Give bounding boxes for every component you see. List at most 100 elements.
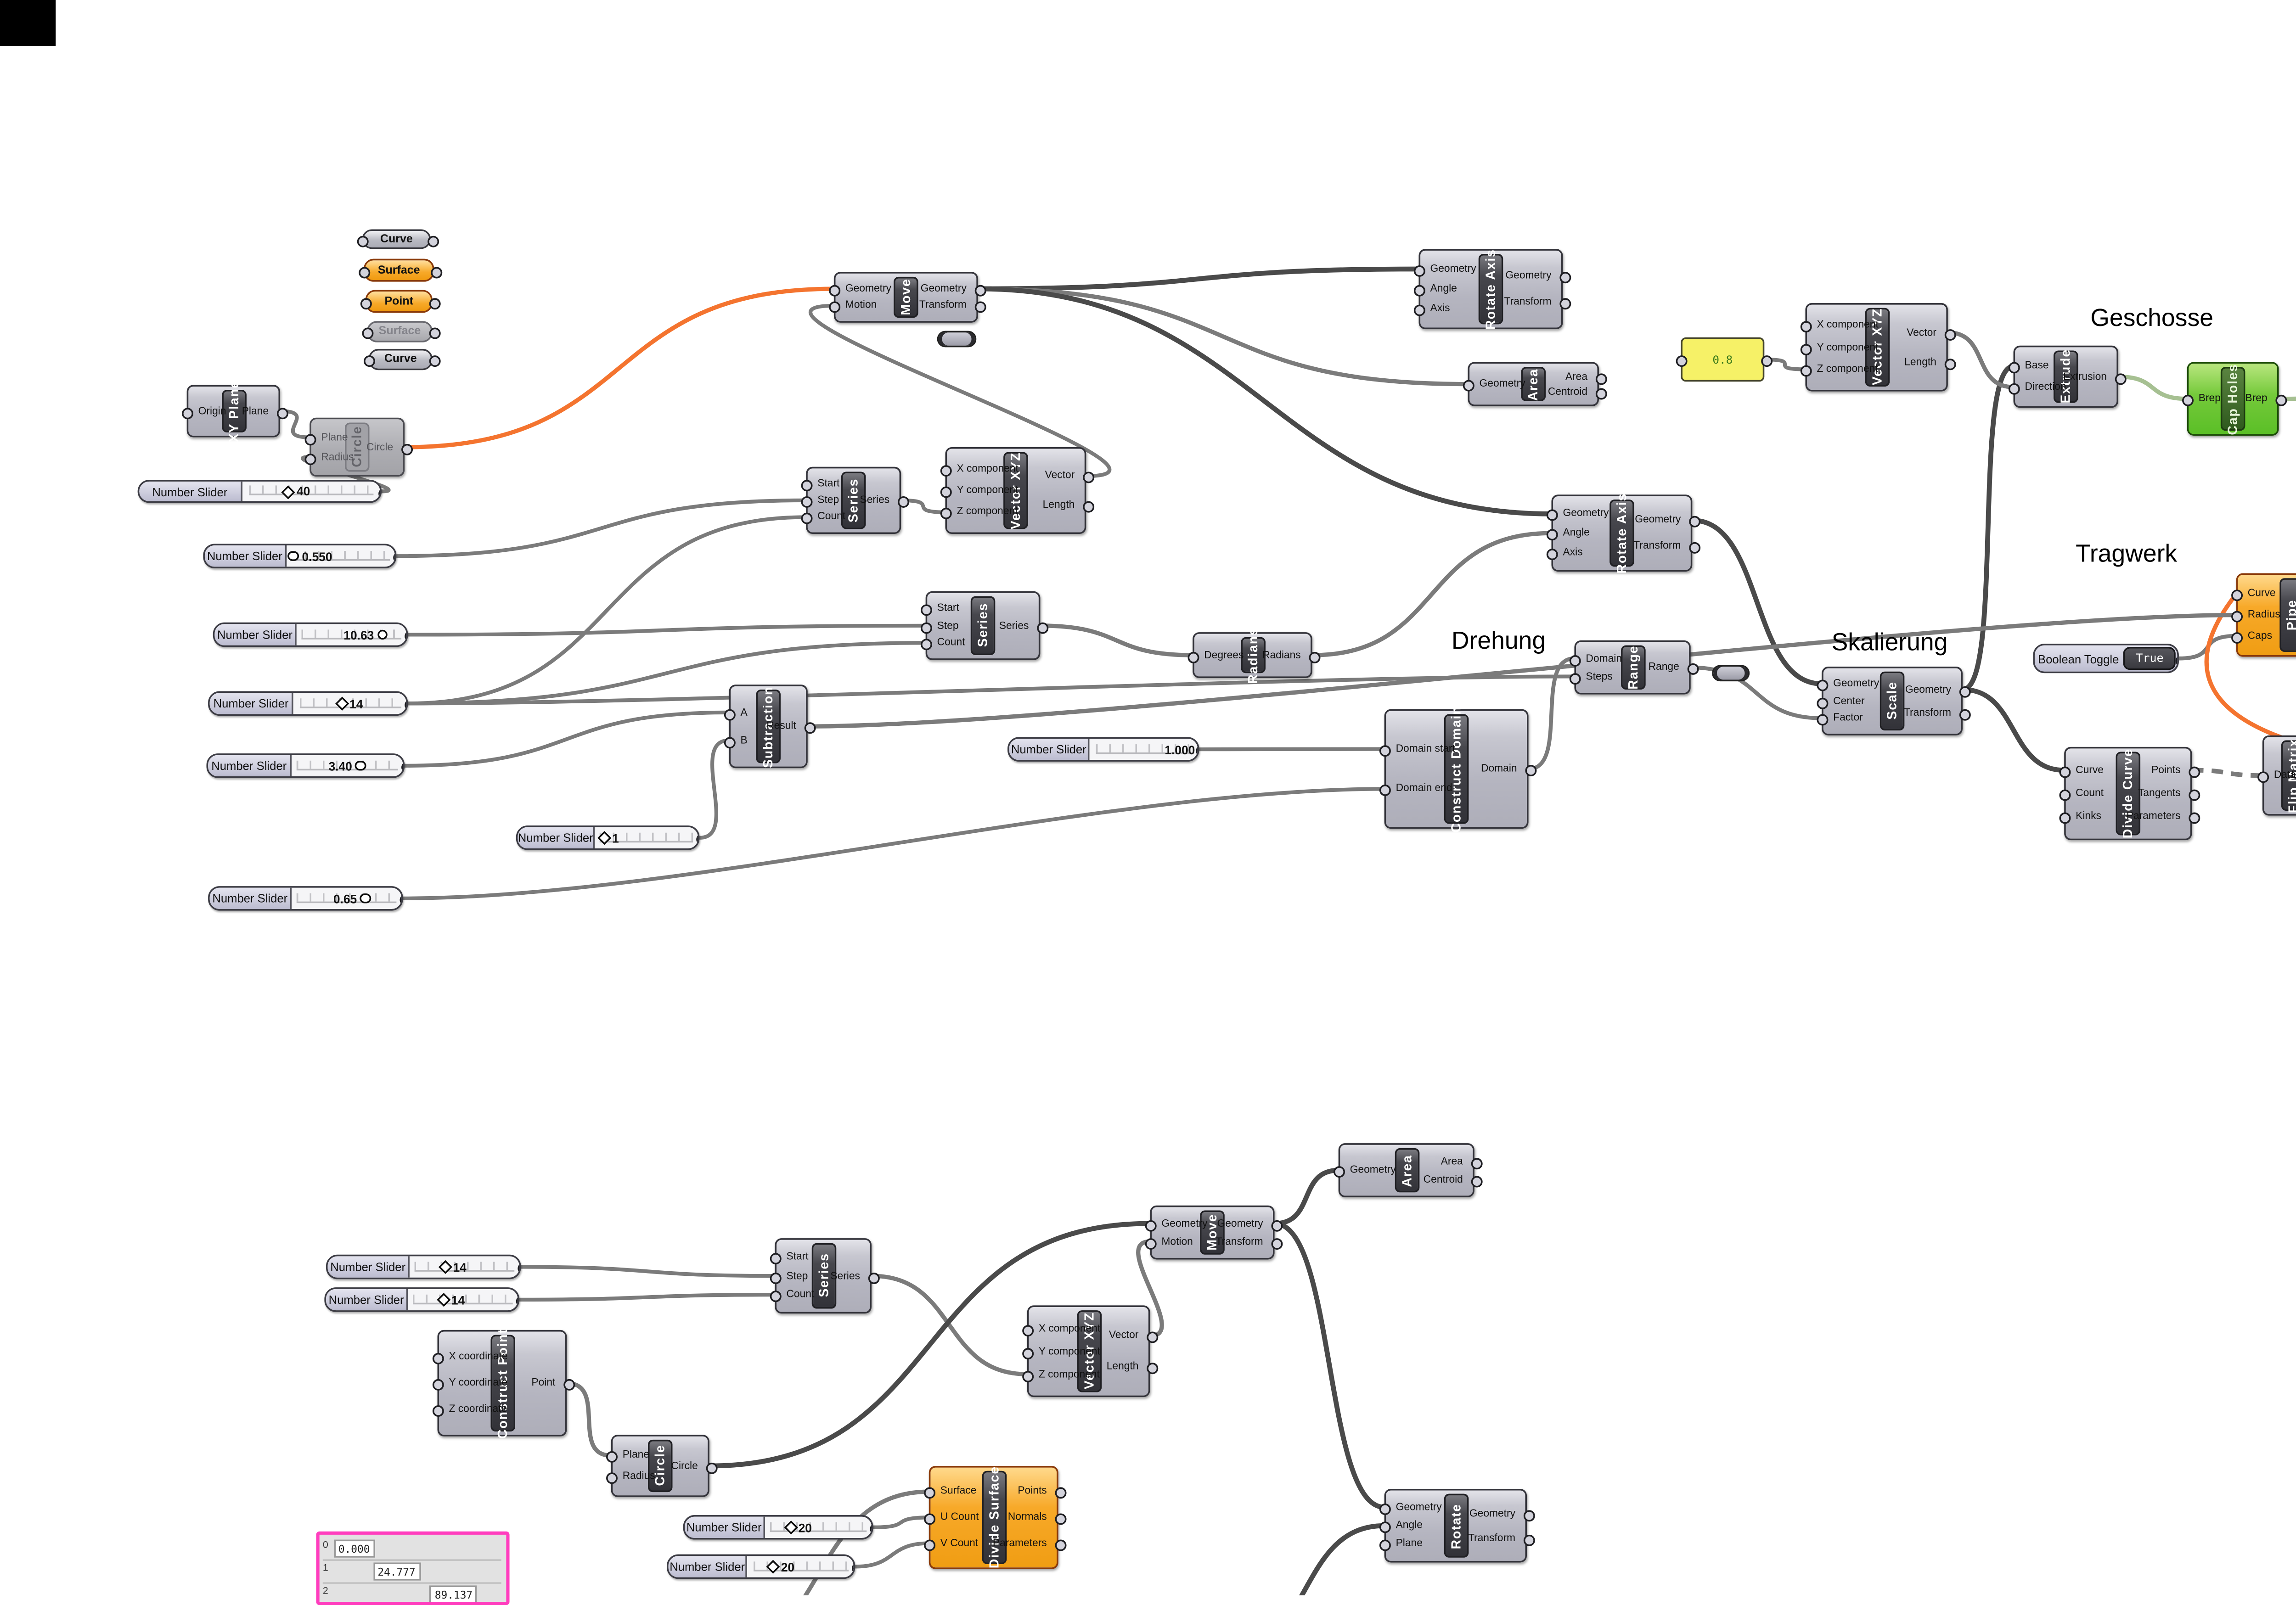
input-port-z-component[interactable] xyxy=(940,508,952,520)
input-port-base[interactable] xyxy=(2008,362,2020,374)
output-port-points[interactable] xyxy=(2189,766,2200,778)
output-port-geometry[interactable] xyxy=(1689,516,1701,528)
input-port-u-count[interactable] xyxy=(924,1513,936,1525)
output-port-radians[interactable] xyxy=(1309,651,1321,663)
wire-relay-relay1[interactable] xyxy=(937,331,977,348)
slider-rail[interactable]: 14 xyxy=(294,693,406,714)
input-port-y-component[interactable] xyxy=(1800,343,1812,355)
output-port[interactable] xyxy=(429,297,441,309)
output-port[interactable] xyxy=(1761,355,1773,367)
input-port-surface[interactable] xyxy=(924,1487,936,1499)
output-port[interactable] xyxy=(429,327,441,339)
output-port[interactable] xyxy=(506,1580,509,1592)
output-port-transform[interactable] xyxy=(1559,298,1571,310)
input-port-z-component[interactable] xyxy=(1022,1370,1034,1382)
input-port-step[interactable] xyxy=(920,621,932,633)
input-port-steps[interactable] xyxy=(1569,672,1581,684)
slider-grip-and-value[interactable]: 40 xyxy=(282,484,310,499)
input-port-degrees[interactable] xyxy=(1187,651,1199,663)
slider-grip-and-value[interactable]: 1 xyxy=(598,831,619,845)
slider-rail[interactable]: 14 xyxy=(410,1256,519,1277)
slider-grip-and-value[interactable]: 20 xyxy=(784,1520,812,1535)
input-port-caps[interactable] xyxy=(2231,632,2243,644)
output-port[interactable] xyxy=(429,355,441,367)
output-port-points[interactable] xyxy=(1055,1487,1067,1499)
node-pipe[interactable]: PipeCurveRadiusCapsPipe xyxy=(2231,573,2296,657)
slider-grip[interactable] xyxy=(288,550,299,561)
output-port-length[interactable] xyxy=(1083,501,1095,513)
input-port-domain-start[interactable] xyxy=(1379,745,1391,757)
input-port-geometry[interactable] xyxy=(1334,1166,1345,1178)
output-port-transform[interactable] xyxy=(1271,1237,1283,1249)
output-port-geometry[interactable] xyxy=(1523,1509,1535,1521)
slider-rail[interactable]: 20 xyxy=(765,1517,872,1538)
input-port-geometry[interactable] xyxy=(1817,679,1829,691)
output-port-geometry[interactable] xyxy=(1559,271,1571,283)
slider-grip[interactable] xyxy=(335,697,348,710)
input-port-geometry[interactable] xyxy=(829,285,841,297)
slider-grip[interactable] xyxy=(377,629,388,640)
input-port-motion[interactable] xyxy=(829,301,841,313)
input-port-factor[interactable] xyxy=(1817,714,1829,726)
slider-grip[interactable] xyxy=(784,1521,797,1534)
output-port-area[interactable] xyxy=(1471,1157,1483,1169)
input-port-domain-end[interactable] xyxy=(1379,785,1391,797)
output-port-tangents[interactable] xyxy=(2189,789,2200,801)
input-port-curve[interactable] xyxy=(2231,590,2243,602)
input-port-step[interactable] xyxy=(801,496,813,508)
input-port-z-component[interactable] xyxy=(1800,365,1812,377)
output-port-transform[interactable] xyxy=(974,301,986,313)
input-port-x-component[interactable] xyxy=(940,465,952,477)
slider-grip-and-value[interactable]: 3.40 xyxy=(328,758,366,773)
input-port-x-coordinate[interactable] xyxy=(432,1352,444,1364)
input-port[interactable] xyxy=(359,266,371,278)
input-port-count[interactable] xyxy=(770,1291,782,1302)
param-capsule-cap1[interactable]: Curve xyxy=(357,229,439,249)
output-port-transform[interactable] xyxy=(1523,1534,1535,1546)
output-port-vector[interactable] xyxy=(1083,472,1095,483)
input-port-geometry[interactable] xyxy=(1413,265,1425,277)
input-port-y-component[interactable] xyxy=(940,486,952,498)
slider-grip[interactable] xyxy=(360,893,371,904)
input-port-step[interactable] xyxy=(770,1272,782,1284)
node-flip[interactable]: Flip MatrixDataData xyxy=(2257,735,2296,816)
input-port-plane[interactable] xyxy=(304,433,316,445)
output-port-extrusion[interactable] xyxy=(2115,372,2127,384)
input-port-start[interactable] xyxy=(920,604,932,616)
slider-grip-and-value[interactable]: 10.63 xyxy=(343,627,388,642)
param-capsule-cap4[interactable]: Surface xyxy=(362,321,441,342)
input-port-curve[interactable] xyxy=(2059,766,2071,778)
panel-ypanel[interactable]: 0.8 xyxy=(1676,337,1773,382)
slider-grip-and-value[interactable]: 14 xyxy=(439,1259,467,1274)
output-port-length[interactable] xyxy=(1147,1362,1159,1374)
toggle-value[interactable]: True xyxy=(2124,647,2176,670)
input-port-geometry[interactable] xyxy=(1546,510,1558,522)
input-port-radius[interactable] xyxy=(2231,611,2243,623)
input-port-b[interactable] xyxy=(724,736,736,748)
output-port-series[interactable] xyxy=(1037,621,1049,633)
input-port-geometry[interactable] xyxy=(1463,380,1474,392)
input-port-axis[interactable] xyxy=(1546,548,1558,560)
output-port-circle[interactable] xyxy=(706,1462,718,1474)
input-port-count[interactable] xyxy=(2059,789,2071,801)
slider-rail[interactable]: 1 xyxy=(595,827,698,848)
